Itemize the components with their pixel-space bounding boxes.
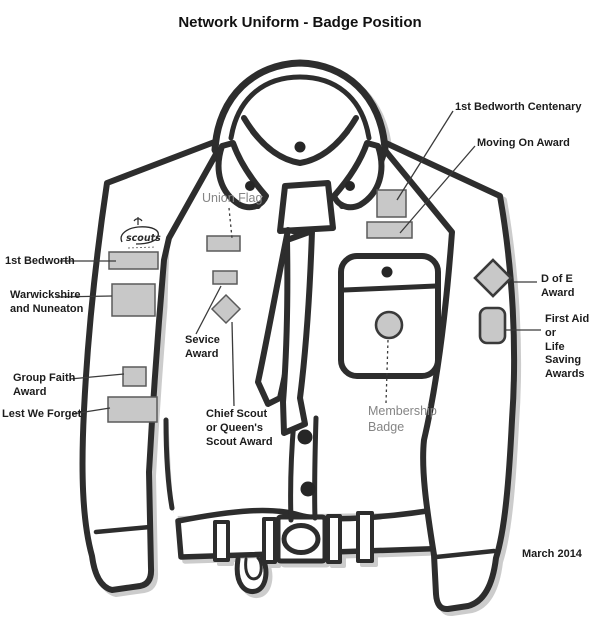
collar-button-center xyxy=(294,141,306,153)
label-chief-scout: Chief Scout or Queen's Scout Award xyxy=(206,408,273,448)
buckle-oval xyxy=(281,523,321,555)
tie-tail-right xyxy=(280,228,315,436)
collar-fold-left xyxy=(250,130,302,165)
label-group-faith: Group Faith Award xyxy=(13,372,76,399)
shirt-outline xyxy=(79,59,518,613)
hanging-loop-inner xyxy=(244,556,263,581)
badge-union-flag xyxy=(206,235,241,252)
label-service-award: Sevice Award xyxy=(185,334,220,361)
shirt-button xyxy=(300,481,316,497)
badge-chief-scout-diamond xyxy=(210,293,242,325)
tie-knot xyxy=(277,180,336,234)
logo-wordmark: scouts xyxy=(126,233,161,244)
leader-lines xyxy=(55,110,541,415)
buckle-bar-right1 xyxy=(326,514,342,564)
collar-button-right xyxy=(345,181,355,191)
date-note: March 2014 xyxy=(522,548,582,560)
label-moving-on: Moving On Award xyxy=(477,137,570,149)
buckle-bar-left xyxy=(262,517,277,564)
pocket-flap-line xyxy=(341,283,439,293)
badge-1st-bedworth xyxy=(108,251,159,270)
collar-point-right xyxy=(331,140,385,211)
right-sleeve-outline xyxy=(372,135,518,613)
necker-tie xyxy=(255,180,336,436)
collar-button-left xyxy=(245,181,255,191)
buckle-bar-right2 xyxy=(356,511,374,563)
badge-first-aid xyxy=(478,306,507,345)
fleur-de-lis-icon xyxy=(133,217,143,225)
logo-swoosh xyxy=(120,226,159,245)
label-1st-bedworth: 1st Bedworth xyxy=(5,255,75,267)
left-sleeve xyxy=(79,135,228,593)
left-sleeve-outline xyxy=(79,135,228,593)
logo-underline xyxy=(127,246,157,249)
right-sleeve xyxy=(372,135,518,613)
label-lest-we-forget: Lest We Forget xyxy=(2,408,82,420)
shirt-button xyxy=(297,429,313,445)
collar-point-left xyxy=(215,140,269,211)
scouts-logo: scouts xyxy=(120,217,161,249)
badge-warwickshire xyxy=(111,283,156,317)
belt xyxy=(175,504,458,595)
leader-centenary xyxy=(396,110,454,201)
leader-service-award xyxy=(195,285,222,335)
leader-moving-on xyxy=(399,145,476,234)
right-cuff-line xyxy=(433,548,497,560)
collar-fold-right xyxy=(298,130,350,165)
badge-group-faith xyxy=(122,366,147,387)
collar-inner-edge xyxy=(228,74,372,141)
badges xyxy=(107,189,513,423)
collar xyxy=(211,59,389,211)
collar-outer-edge xyxy=(211,59,389,154)
leader-warwickshire xyxy=(55,295,113,298)
badge-service-award xyxy=(212,270,238,285)
label-membership: Membership Badge xyxy=(368,404,437,435)
page-title: Network Uniform - Badge Position xyxy=(178,14,422,31)
label-centenary: 1st Bedworth Centenary xyxy=(455,101,582,113)
label-dofe: D of E Award xyxy=(541,273,575,299)
leader-lest-we-forget xyxy=(71,407,111,415)
badge-lest-we-forget xyxy=(107,396,158,423)
pocket-button xyxy=(381,266,393,278)
placket-line-right xyxy=(312,415,319,521)
badge-moving-on xyxy=(366,221,413,239)
belt-loop xyxy=(213,520,230,562)
collar-fill xyxy=(215,63,385,206)
left-cuff-line xyxy=(93,524,153,535)
leader-chief-scout xyxy=(231,321,235,407)
badge-1st-bedworth-centenary xyxy=(376,189,407,218)
label-union-flag: Union Flag xyxy=(202,191,263,205)
leader-group-faith xyxy=(69,373,125,380)
label-first-aid: First Aid or Life Saving Awards xyxy=(545,313,590,380)
badge-membership xyxy=(374,310,404,340)
badge-dofe-diamond xyxy=(473,258,513,298)
label-warwickshire: Warwickshire and Nuneaton xyxy=(10,289,84,316)
left-body-seam xyxy=(163,417,175,511)
